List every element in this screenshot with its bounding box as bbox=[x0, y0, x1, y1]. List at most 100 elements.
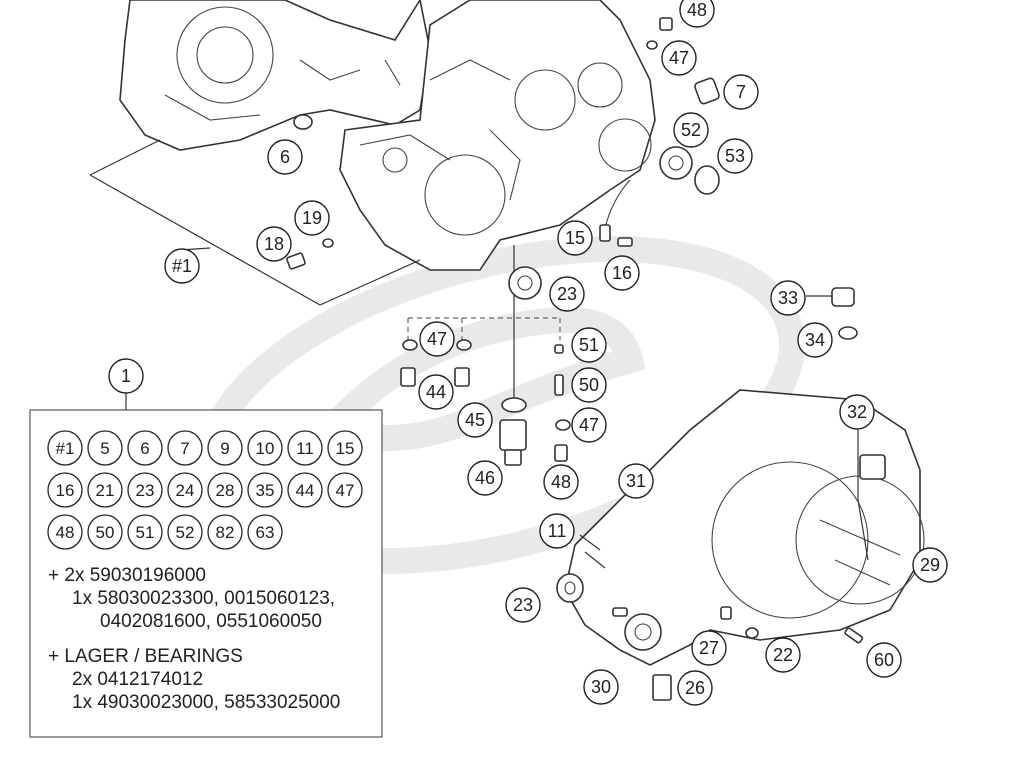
kit-part-47: 47 bbox=[327, 472, 363, 508]
callout-c60: 60 bbox=[866, 642, 902, 678]
callout-label: 44 bbox=[426, 382, 446, 402]
callout-circle bbox=[419, 321, 455, 357]
kit-label: 23 bbox=[136, 481, 155, 500]
kit-part-hash1: #1 bbox=[47, 430, 83, 466]
callout-circle bbox=[717, 138, 753, 174]
callout-label: 30 bbox=[591, 677, 611, 697]
callout-c22: 22 bbox=[765, 637, 801, 673]
kit-circle bbox=[167, 472, 203, 508]
callout-c45: 45 bbox=[457, 402, 493, 438]
callout-circle bbox=[691, 630, 727, 666]
kit-label: 35 bbox=[256, 481, 275, 500]
callout-circle bbox=[797, 322, 833, 358]
kit-label: 15 bbox=[336, 439, 355, 458]
kit-circle bbox=[247, 472, 283, 508]
kit-line-2: 1x 58030023300, 0015060123, bbox=[72, 588, 335, 609]
callout-label: 48 bbox=[687, 0, 707, 20]
kit-circle bbox=[207, 472, 243, 508]
kit-text: + 2x 59030196000 1x 58030023300, 0015060… bbox=[48, 565, 340, 713]
kit-circle bbox=[247, 514, 283, 550]
callout-circle bbox=[256, 226, 292, 262]
kit-label: 51 bbox=[136, 523, 155, 542]
kit-part-51: 51 bbox=[127, 514, 163, 550]
callout-c16: 16 bbox=[604, 255, 640, 291]
callout-c33: 33 bbox=[770, 280, 806, 316]
kit-part-6: 6 bbox=[127, 430, 163, 466]
kit-part-28: 28 bbox=[207, 472, 243, 508]
callout-label: 53 bbox=[725, 146, 745, 166]
kit-label: 10 bbox=[256, 439, 275, 458]
callout-c29: 29 bbox=[912, 547, 948, 583]
callout-label: 23 bbox=[513, 595, 533, 615]
callout-c47a: 47 bbox=[661, 40, 697, 76]
callout-circle bbox=[912, 547, 948, 583]
callout-label: 7 bbox=[736, 82, 746, 102]
callout-c23b: 23 bbox=[505, 587, 541, 623]
callout-circle bbox=[723, 74, 759, 110]
callout-circle bbox=[571, 407, 607, 443]
kit-circle bbox=[287, 430, 323, 466]
callout-circle bbox=[604, 255, 640, 291]
callout-c47b: 47 bbox=[419, 321, 455, 357]
right-crankcase-half bbox=[339, 0, 656, 271]
callout-c53: 53 bbox=[717, 138, 753, 174]
kit-circle bbox=[327, 472, 363, 508]
kit-part-44: 44 bbox=[287, 472, 323, 508]
kit-box bbox=[29, 392, 383, 738]
kit-part-21: 21 bbox=[87, 472, 123, 508]
kit-part-10: 10 bbox=[247, 430, 283, 466]
kit-label: 63 bbox=[256, 523, 275, 542]
callout-label: 47 bbox=[669, 48, 689, 68]
oil-fill-plug bbox=[806, 287, 858, 340]
kit-label: 5 bbox=[100, 439, 109, 458]
kit-circle bbox=[47, 514, 83, 550]
kit-label: 9 bbox=[220, 439, 229, 458]
callout-circle bbox=[677, 670, 713, 706]
callout-label: 1 bbox=[121, 366, 131, 386]
callout-c51: 51 bbox=[571, 327, 607, 363]
callout-label: 51 bbox=[579, 335, 599, 355]
callout-label: 29 bbox=[920, 555, 940, 575]
callout-circle bbox=[661, 40, 697, 76]
callout-label: 27 bbox=[699, 638, 719, 658]
callout-label: 11 bbox=[548, 521, 567, 541]
callout-c34: 34 bbox=[797, 322, 833, 358]
callout-c27: 27 bbox=[691, 630, 727, 666]
kit-part-52: 52 bbox=[167, 514, 203, 550]
kit-part-35: 35 bbox=[247, 472, 283, 508]
callout-circle bbox=[673, 112, 709, 148]
callout-c11: 11 bbox=[539, 513, 575, 549]
callout-c1hash: #1 bbox=[164, 248, 200, 284]
callout-label: 26 bbox=[685, 678, 705, 698]
kit-line-1: + 2x 59030196000 bbox=[48, 565, 206, 586]
callout-c47c: 47 bbox=[571, 407, 607, 443]
kit-circle bbox=[207, 430, 243, 466]
callout-circle bbox=[549, 276, 585, 312]
callout-c44: 44 bbox=[418, 374, 454, 410]
callout-circle bbox=[571, 367, 607, 403]
callout-c32: 32 bbox=[839, 394, 875, 430]
callout-c48a: 48 bbox=[679, 0, 715, 28]
kit-label: 48 bbox=[56, 523, 75, 542]
callout-label: 50 bbox=[579, 375, 599, 395]
kit-part-16: 16 bbox=[47, 472, 83, 508]
callout-circle bbox=[294, 200, 330, 236]
kit-label: #1 bbox=[56, 439, 75, 458]
kit-label: 82 bbox=[216, 523, 235, 542]
callout-circle bbox=[571, 327, 607, 363]
kit-part-63: 63 bbox=[247, 514, 283, 550]
kit-line-6: 1x 49030023000, 58533025000 bbox=[72, 692, 340, 713]
clutch-cover bbox=[556, 389, 925, 701]
kit-part-11: 11 bbox=[287, 430, 323, 466]
callout-c1: 1 bbox=[108, 358, 144, 394]
callout-circle bbox=[866, 642, 902, 678]
callout-label: 45 bbox=[465, 410, 485, 430]
callout-label: 46 bbox=[475, 468, 495, 488]
kit-label: 24 bbox=[176, 481, 195, 500]
kit-part-9: 9 bbox=[207, 430, 243, 466]
kit-circle bbox=[207, 514, 243, 550]
kit-line-5: 2x 0412174012 bbox=[72, 669, 203, 690]
kit-part-23: 23 bbox=[127, 472, 163, 508]
callout-c26: 26 bbox=[677, 670, 713, 706]
